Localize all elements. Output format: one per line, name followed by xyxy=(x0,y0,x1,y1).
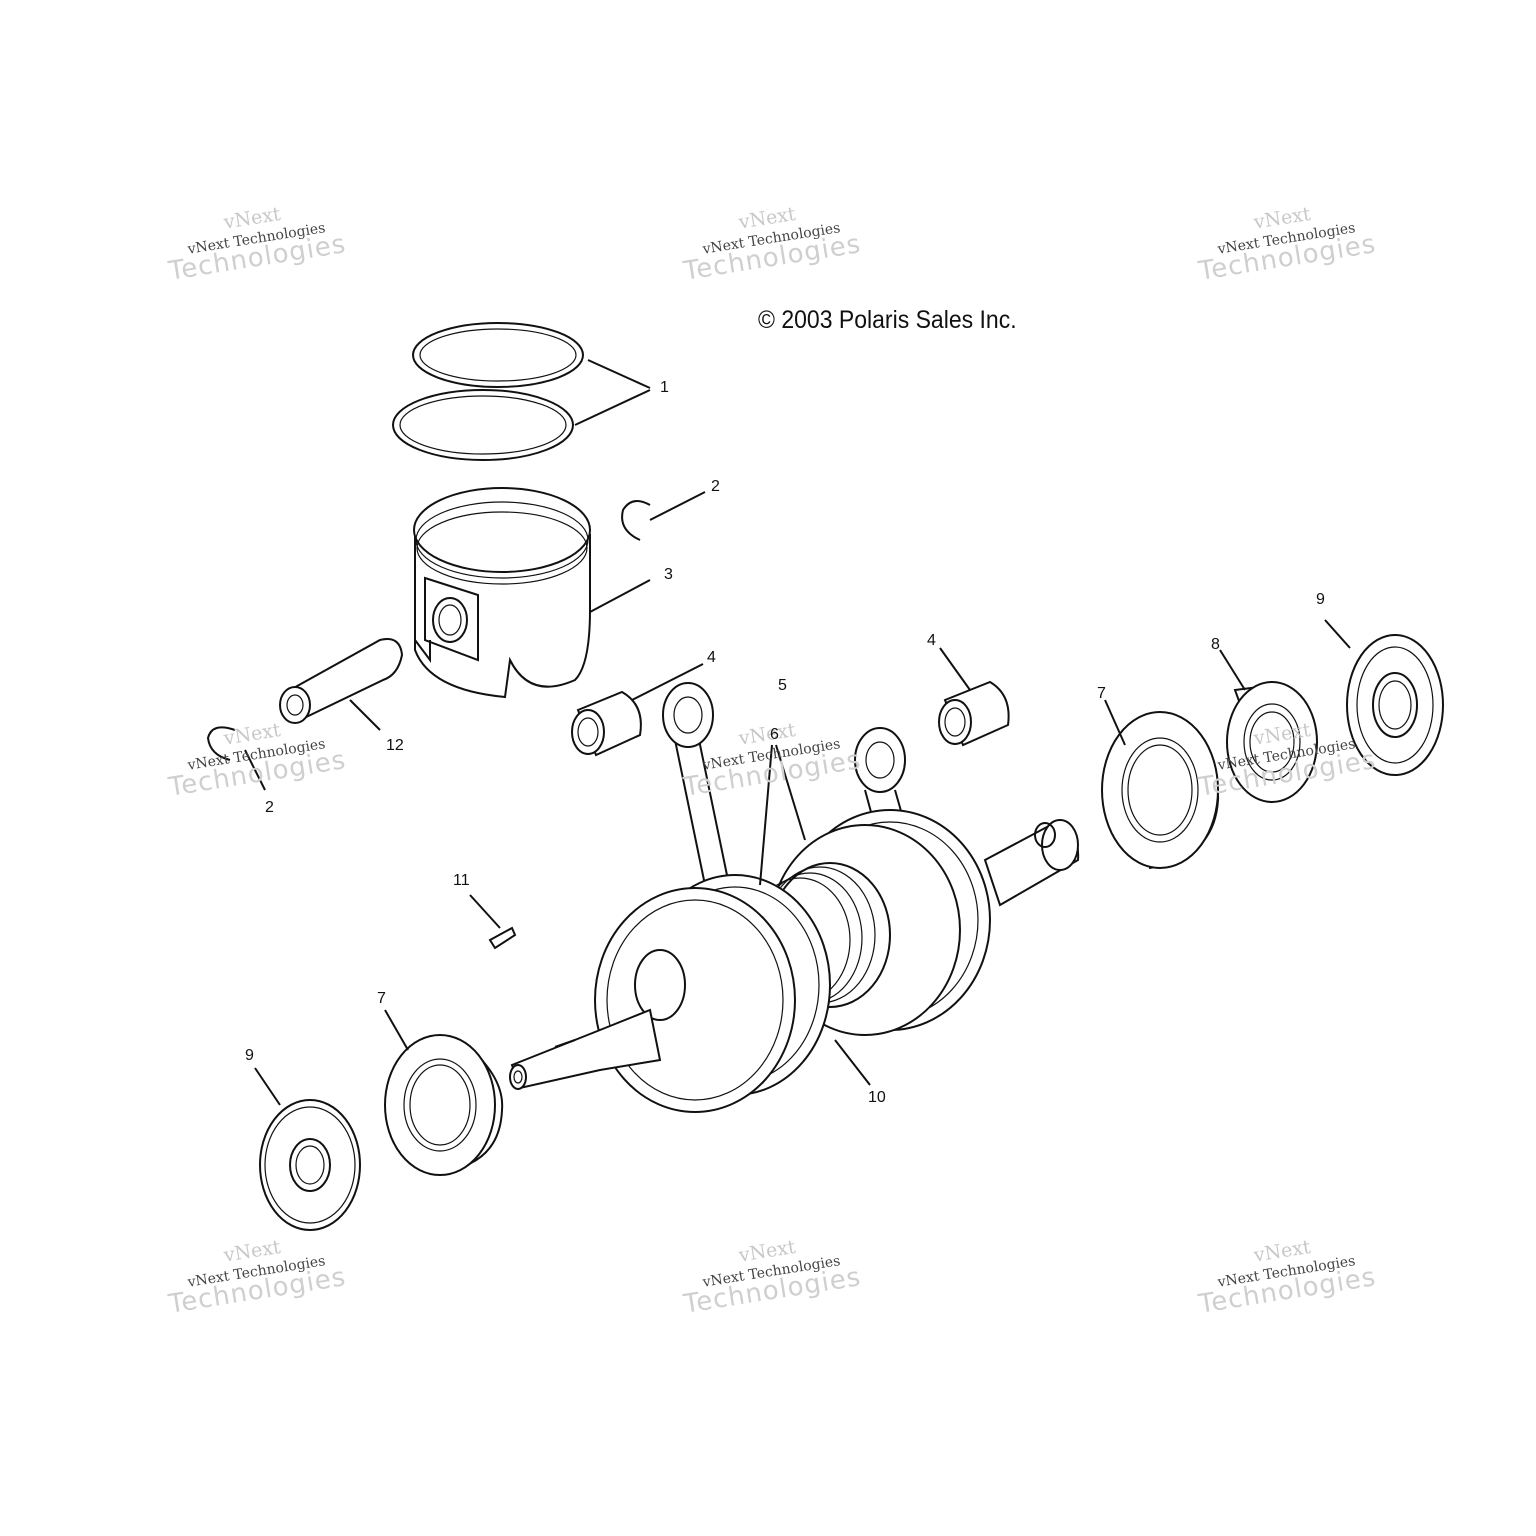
wrist-pin xyxy=(279,638,404,731)
copyright-notice: © 2003 Polaris Sales Inc. xyxy=(758,306,1017,334)
crankshaft xyxy=(509,682,1080,1113)
piston xyxy=(413,487,651,699)
callout-7: 7 xyxy=(1097,685,1106,702)
callout-4: 4 xyxy=(927,632,936,649)
callout-9: 9 xyxy=(1316,591,1325,608)
callout-5: 5 xyxy=(778,677,787,694)
callout-9: 9 xyxy=(245,1047,254,1064)
callout-8: 8 xyxy=(1211,636,1220,653)
callout-7: 7 xyxy=(377,990,386,1007)
callout-11: 11 xyxy=(453,872,470,889)
needle-bearings xyxy=(571,647,1010,757)
piston-rings xyxy=(392,322,651,461)
callout-1: 1 xyxy=(660,379,669,396)
callout-10: 10 xyxy=(868,1089,886,1106)
circlips xyxy=(206,491,706,791)
callout-3: 3 xyxy=(664,566,673,583)
callout-4: 4 xyxy=(707,649,716,666)
main-bearings xyxy=(384,699,1220,1176)
callout-12: 12 xyxy=(386,737,404,754)
woodruff-key xyxy=(469,894,517,950)
callout-6: 6 xyxy=(770,726,779,743)
callout-2: 2 xyxy=(265,799,274,816)
bearing xyxy=(1219,649,1318,803)
crank-seals xyxy=(254,619,1444,1231)
callout-2: 2 xyxy=(711,478,720,495)
